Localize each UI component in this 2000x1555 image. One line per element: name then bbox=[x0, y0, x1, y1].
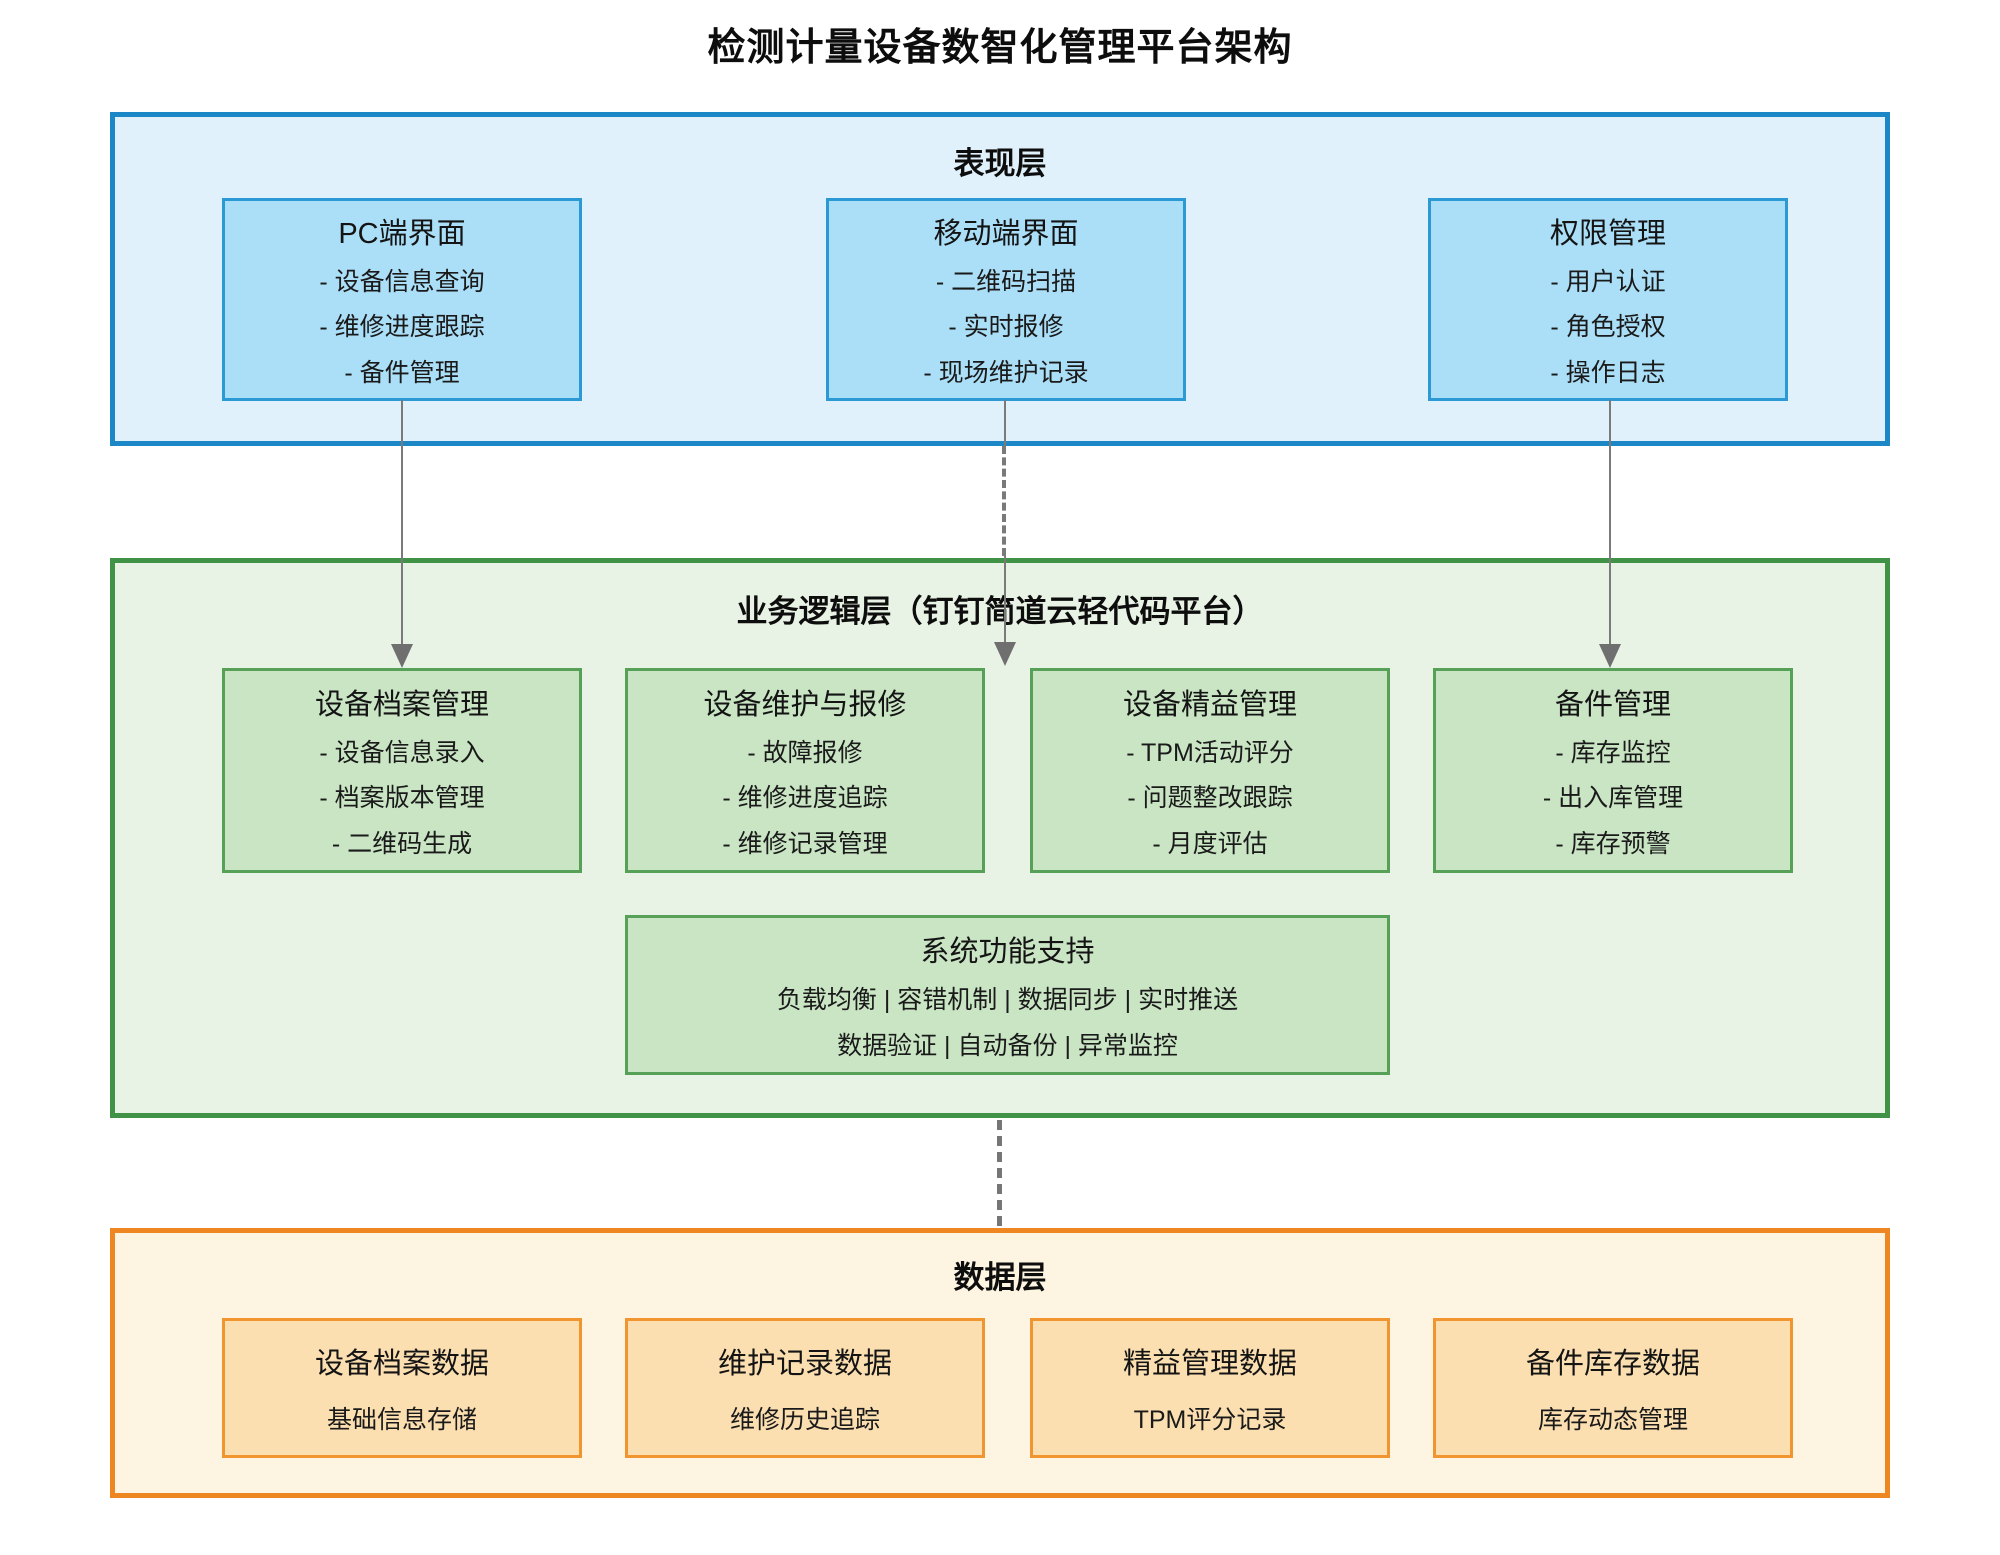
node-title: 移动端界面 bbox=[933, 218, 1079, 251]
node-item: - 故障报修 bbox=[747, 738, 863, 767]
presentation-layer-label: 表现层 bbox=[953, 146, 1047, 181]
node-title: 设备档案数据 bbox=[314, 1347, 489, 1380]
node-item: - 档案版本管理 bbox=[319, 784, 485, 813]
arrow-permission-to-spareparts-head bbox=[1599, 644, 1621, 668]
node-lean-data: 精益管理数据 TPM评分记录 bbox=[1030, 1318, 1390, 1458]
node-subtitle: TPM评分记录 bbox=[1133, 1406, 1287, 1435]
node-item: - 备件管理 bbox=[344, 358, 460, 387]
node-title: 系统功能支持 bbox=[920, 936, 1095, 968]
node-title: 维护记录数据 bbox=[717, 1347, 892, 1380]
node-item: - TPM活动评分 bbox=[1126, 738, 1294, 767]
node-item: - 二维码生成 bbox=[331, 830, 473, 859]
presentation-layer: 表现层 PC端界面 - 设备信息查询 - 维修进度跟踪 - 备件管理 移动端界面… bbox=[110, 112, 1890, 446]
node-maintenance-repair: 设备维护与报修 - 故障报修 - 维修进度追踪 - 维修记录管理 bbox=[625, 668, 985, 873]
node-title: 设备档案管理 bbox=[314, 688, 489, 721]
node-system-support: 系统功能支持 负载均衡 | 容错机制 | 数据同步 | 实时推送 数据验证 | … bbox=[625, 915, 1390, 1075]
node-pc-ui: PC端界面 - 设备信息查询 - 维修进度跟踪 - 备件管理 bbox=[222, 198, 582, 401]
node-spareparts-mgmt: 备件管理 - 库存监控 - 出入库管理 - 库存预警 bbox=[1433, 668, 1793, 873]
node-mobile-ui: 移动端界面 - 二维码扫描 - 实时报修 - 现场维护记录 bbox=[826, 198, 1186, 401]
data-layer-label: 数据层 bbox=[953, 1260, 1047, 1295]
node-permission-mgmt: 权限管理 - 用户认证 - 角色授权 - 操作日志 bbox=[1428, 198, 1788, 401]
node-title: PC端界面 bbox=[338, 218, 466, 251]
node-archive-data: 设备档案数据 基础信息存储 bbox=[222, 1318, 582, 1458]
arrow-mobile-line-dashed bbox=[1002, 446, 1006, 556]
node-subtitle: 基础信息存储 bbox=[326, 1406, 477, 1435]
node-title: 备件管理 bbox=[1554, 688, 1671, 721]
node-item: - 用户认证 bbox=[1550, 267, 1666, 296]
node-item: 数据验证 | 自动备份 | 异常监控 bbox=[837, 1032, 1178, 1060]
node-subtitle: 维修历史追踪 bbox=[729, 1406, 880, 1435]
node-item: - 现场维护记录 bbox=[923, 358, 1089, 387]
node-title: 设备精益管理 bbox=[1122, 688, 1297, 721]
node-maintenance-data: 维护记录数据 维修历史追踪 bbox=[625, 1318, 985, 1458]
node-title: 精益管理数据 bbox=[1122, 1347, 1297, 1380]
node-item: - 设备信息录入 bbox=[319, 738, 485, 767]
arrow-pc-to-archive-line bbox=[401, 400, 403, 646]
node-item: - 维修进度跟踪 bbox=[319, 313, 485, 342]
node-item: - 库存预警 bbox=[1555, 830, 1671, 859]
node-item: 负载均衡 | 容错机制 | 数据同步 | 实时推送 bbox=[776, 986, 1239, 1014]
page-title: 检测计量设备数智化管理平台架构 bbox=[707, 27, 1293, 69]
node-title: 设备维护与报修 bbox=[703, 688, 907, 721]
node-title: 备件库存数据 bbox=[1525, 1347, 1700, 1380]
node-item: - 操作日志 bbox=[1550, 358, 1666, 387]
business-layer-label: 业务逻辑层（钉钉简道云轻代码平台） bbox=[736, 594, 1264, 629]
node-item: - 实时报修 bbox=[948, 313, 1064, 342]
node-equipment-archive-mgmt: 设备档案管理 - 设备信息录入 - 档案版本管理 - 二维码生成 bbox=[222, 668, 582, 873]
node-title: 权限管理 bbox=[1549, 218, 1666, 251]
node-item: - 维修记录管理 bbox=[722, 830, 888, 859]
arrow-mobile-line-top bbox=[1004, 400, 1006, 446]
arrow-mobile-head bbox=[994, 642, 1016, 666]
arrow-pc-to-archive-head bbox=[391, 644, 413, 668]
node-item: - 二维码扫描 bbox=[935, 267, 1077, 296]
data-layer: 数据层 设备档案数据 基础信息存储 维护记录数据 维修历史追踪 精益管理数据 T… bbox=[110, 1228, 1890, 1498]
node-lean-mgmt: 设备精益管理 - TPM活动评分 - 问题整改跟踪 - 月度评估 bbox=[1030, 668, 1390, 873]
business-to-data-dashed-connector bbox=[997, 1120, 1002, 1226]
node-item: - 角色授权 bbox=[1550, 313, 1666, 342]
arrow-permission-to-spareparts-line bbox=[1609, 400, 1611, 646]
node-spareparts-data: 备件库存数据 库存动态管理 bbox=[1433, 1318, 1793, 1458]
node-subtitle: 库存动态管理 bbox=[1537, 1406, 1688, 1435]
node-item: - 库存监控 bbox=[1555, 738, 1671, 767]
node-item: - 维修进度追踪 bbox=[722, 784, 888, 813]
arrow-mobile-line-bottom bbox=[1004, 556, 1006, 644]
node-item: - 问题整改跟踪 bbox=[1127, 784, 1293, 813]
node-item: - 出入库管理 bbox=[1542, 784, 1684, 813]
node-item: - 月度评估 bbox=[1152, 830, 1268, 859]
node-item: - 设备信息查询 bbox=[319, 267, 485, 296]
